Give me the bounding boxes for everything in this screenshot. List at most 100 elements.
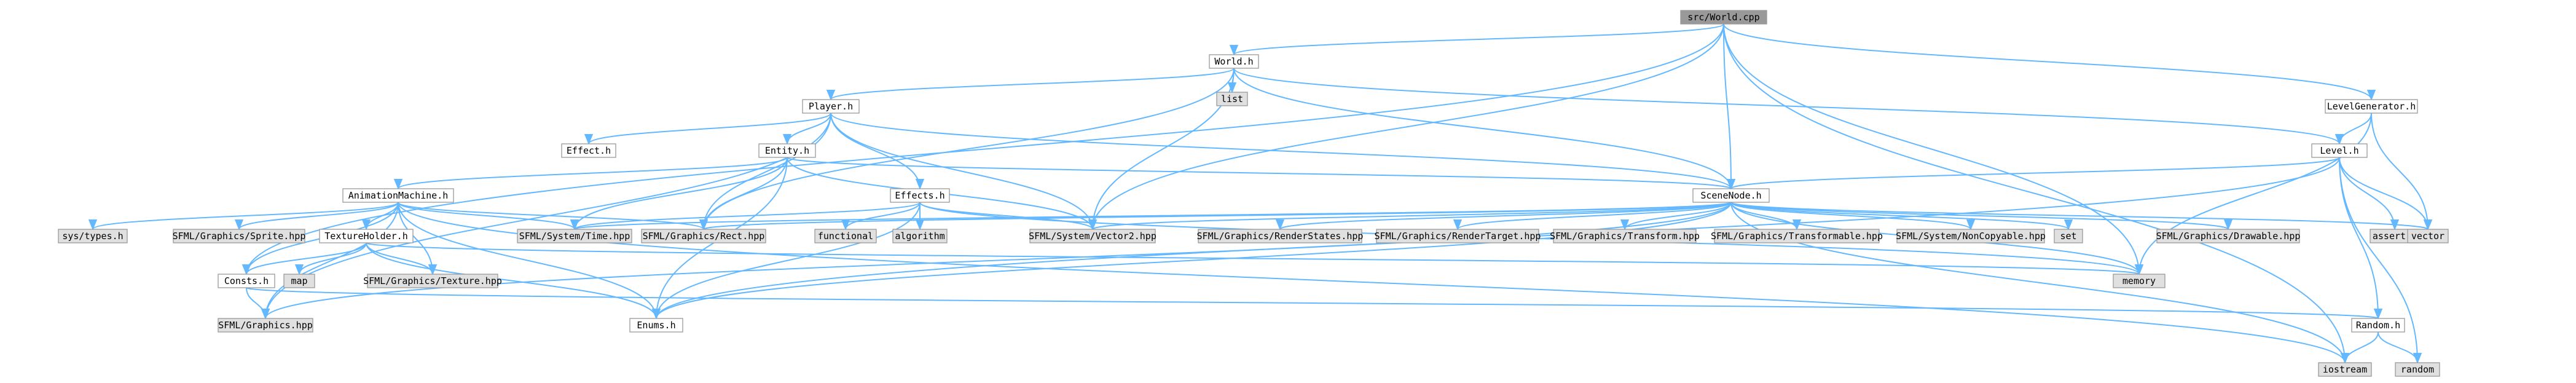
- edge-player_h-to-scenenode_h: [830, 113, 1735, 190]
- node-box: [1692, 188, 1770, 203]
- edge-level_h-to-scenenode_h: [1727, 157, 2340, 190]
- node-label: SFML/System/Vector2.hpp: [1029, 231, 1156, 242]
- node-label: random: [2401, 364, 2434, 375]
- node-sys-types: sys/types.h: [58, 229, 128, 243]
- node-sfml-transform: SFML/Graphics/Transform.hpp: [1550, 229, 1700, 243]
- node-vector: vector: [2407, 229, 2449, 243]
- node-box: [1896, 229, 2045, 243]
- node-sfml-noncopyable: SFML/System/NonCopyable.hpp: [1896, 229, 2046, 243]
- node-label: memory: [2122, 275, 2156, 286]
- node-label: SFML/Graphics/RenderTarget.hpp: [1375, 231, 1541, 242]
- node-entity-h[interactable]: Entity.h: [758, 143, 816, 158]
- edge-scenenode_h-to-sfml_graphics: [261, 202, 1732, 320]
- node-label: Enums.h: [637, 320, 675, 331]
- edge-level_h-to-assert_h: [2339, 157, 2400, 231]
- edge-scenenode_h-to-sfml_rendertarget: [1453, 202, 1732, 231]
- node-levelgen-h[interactable]: LevelGenerator.h: [2325, 99, 2418, 114]
- edge-world_h-to-level_h: [1233, 68, 2344, 145]
- node-label: set: [2060, 231, 2076, 242]
- edge-scenenode_h-to-iostream: [1730, 202, 2350, 364]
- edge-world_cpp-to-world_h: [1230, 23, 1724, 56]
- node-world-cpp[interactable]: src/World.cpp: [1680, 10, 1767, 25]
- node-box: [1198, 229, 1362, 243]
- node-consts-h[interactable]: Consts.h: [218, 274, 275, 288]
- node-label: SFML/Graphics/Sprite.hpp: [173, 231, 306, 242]
- node-box: [2351, 318, 2405, 333]
- node-algorithm: algorithm: [892, 229, 948, 243]
- node-box: [629, 318, 683, 333]
- node-scenenode-h[interactable]: SceneNode.h: [1692, 188, 1770, 203]
- edge-level_h-to-vector: [2339, 157, 2433, 231]
- node-label: SFML/Graphics/Rect.hpp: [643, 231, 765, 242]
- edge-scenenode_h-to-enums_h: [652, 202, 1732, 320]
- edge-effects_h-to-sfml_vector2: [919, 202, 1097, 231]
- node-sfml-drawable: SFML/Graphics/Drawable.hpp: [2156, 229, 2300, 243]
- edge-world_cpp-to-consts_h: [242, 23, 1724, 275]
- node-label: sys/types.h: [62, 231, 123, 242]
- node-sfml-rect: SFML/Graphics/Rect.hpp: [641, 229, 766, 243]
- node-label: src/World.cpp: [1687, 12, 1759, 23]
- node-box: [1216, 92, 1248, 106]
- node-box: [758, 143, 816, 158]
- node-box: [814, 229, 877, 243]
- node-label: Effects.h: [895, 190, 944, 201]
- node-box: [2318, 362, 2372, 377]
- node-map: map: [283, 274, 315, 288]
- node-box: [1714, 229, 1880, 243]
- node-sfml-rendertarget: SFML/Graphics/RenderTarget.hpp: [1375, 229, 1541, 243]
- node-box: [58, 229, 128, 243]
- node-box: [2325, 99, 2418, 114]
- node-label: SFML/Graphics/Transformable.hpp: [1711, 231, 1883, 242]
- node-box: [2156, 229, 2300, 243]
- node-sfml-time: SFML/System/Time.hpp: [517, 229, 632, 243]
- node-effects-h[interactable]: Effects.h: [890, 188, 950, 203]
- node-box: [367, 274, 498, 288]
- edge-levelgen_h-to-vector: [2371, 113, 2433, 231]
- node-enums-h[interactable]: Enums.h: [629, 318, 683, 333]
- edge-textureholder_h-to-enums_h: [366, 242, 661, 320]
- edge-player_h-to-entity_h: [782, 113, 831, 145]
- edge-player_h-to-effects_h: [830, 113, 925, 190]
- node-label: functional: [818, 231, 873, 242]
- edge-animation_h-to-sfml_sprite: [234, 202, 399, 231]
- node-label: AnimationMachine.h: [348, 190, 449, 201]
- node-effect-h[interactable]: Effect.h: [561, 143, 616, 158]
- node-box: [890, 188, 950, 203]
- edge-level_h-to-random: [2339, 157, 2422, 364]
- edge-player_h-to-sfml_vector2: [830, 113, 1098, 231]
- node-animation-h[interactable]: AnimationMachine.h: [342, 188, 454, 203]
- node-box: [802, 99, 860, 114]
- node-label: list: [1221, 93, 1243, 105]
- edge-consts_h-to-random_h: [246, 287, 2381, 320]
- node-box: [1376, 229, 1539, 243]
- node-sfml-renderstates: SFML/Graphics/RenderStates.hpp: [1197, 229, 1363, 243]
- edge-world_h-to-sfml_vector2: [1088, 68, 1235, 231]
- node-label: Random.h: [2356, 320, 2400, 331]
- node-box: [1680, 10, 1767, 25]
- edge-world_cpp-to-iostream: [1723, 23, 2350, 364]
- node-world-h[interactable]: World.h: [1209, 54, 1259, 69]
- node-label: SFML/Graphics/Texture.hpp: [363, 275, 502, 286]
- node-textureholder-h[interactable]: TextureHolder.h: [319, 229, 414, 243]
- node-label: LevelGenerator.h: [2327, 101, 2416, 112]
- edge-scenenode_h-to-sfml_vector2: [1088, 202, 1732, 231]
- edge-entity_h-to-sfml_time: [570, 157, 788, 231]
- node-box: [283, 274, 315, 288]
- node-box: [2407, 229, 2449, 243]
- node-box: [218, 274, 275, 288]
- edge-entity_h-to-animation_h: [394, 157, 788, 190]
- node-random-h[interactable]: Random.h: [2351, 318, 2405, 333]
- node-box: [517, 229, 632, 243]
- edge-animation_h-to-sfml_rect: [398, 202, 708, 231]
- edge-world_cpp-to-scenenode_h: [1723, 23, 1736, 190]
- node-player-h[interactable]: Player.h: [802, 99, 860, 114]
- edge-levelgen_h-to-level_h: [2334, 113, 2372, 145]
- node-sfml-graphics: SFML/Graphics.hpp: [218, 318, 313, 333]
- node-label: SFML/System/NonCopyable.hpp: [1896, 231, 2046, 242]
- edge-entity_h-to-scenenode_h: [787, 157, 1735, 190]
- edge-scenenode_h-to-sfml_noncopyable: [1730, 202, 1975, 231]
- edge-random_h-to-random: [2378, 331, 2422, 364]
- edge-textureholder_h-to-consts_h: [242, 242, 367, 275]
- edge-textureholder_h-to-map: [294, 242, 367, 275]
- node-level-h[interactable]: Level.h: [2311, 143, 2368, 158]
